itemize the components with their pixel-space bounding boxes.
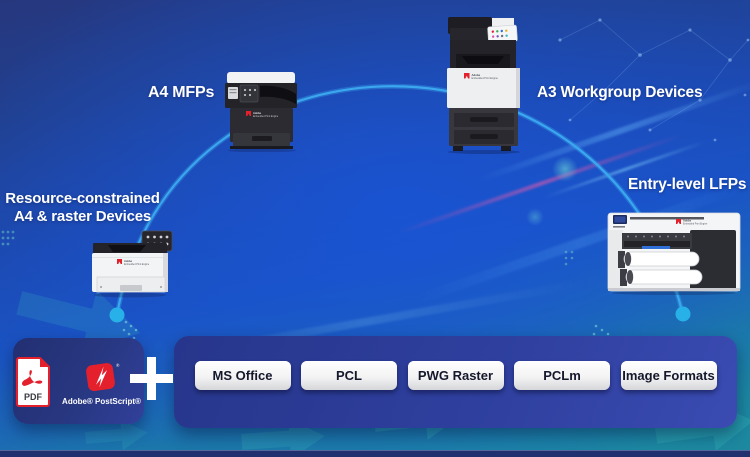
a4-mfp-image: Adobe Embedded Print Engine	[225, 72, 297, 152]
svg-text:Embedded Print Engine: Embedded Print Engine	[472, 77, 499, 80]
a3-workgroup-mfp-image: Adobe Embedded Print Engine	[447, 17, 520, 154]
adobe-embedded-print-engine-badge: Adobe Embedded Print Engine	[464, 73, 499, 80]
label-entry-level-lfps: Entry-level LFPs	[628, 176, 747, 193]
postscript-logo: ® Adobe® PostScript®	[62, 360, 141, 406]
connection-dot	[675, 306, 691, 322]
formats-card: MS Office PCL PWG Raster PCLm Image Form…	[174, 336, 737, 428]
constellation-nodes	[558, 18, 750, 142]
svg-text:Adobe: Adobe	[472, 73, 481, 77]
adobe-embedded-print-engine-badge: Adobe Embedded Print Engine	[117, 259, 150, 266]
adobe-embedded-print-engine-badge: Adobe Embedded Print Engine	[676, 219, 708, 225]
bottom-navy-strip	[0, 450, 750, 457]
label-resource-constrained: Resource-constrained A4 & raster Devices	[0, 190, 165, 226]
dot-grid	[1, 230, 574, 266]
format-pill-pwg-raster: PWG Raster	[407, 360, 504, 390]
constellation-lines	[559, 19, 749, 131]
postscript-icon: ®	[85, 362, 120, 392]
adobe-embedded-print-engine-badge: Adobe Embedded Print Engine	[246, 111, 279, 118]
format-pill-image-formats: Image Formats	[620, 360, 717, 390]
format-pill-ms-office: MS Office	[194, 360, 291, 390]
pdf-icon: PDF	[16, 357, 51, 407]
label-a3-workgroup: A3 Workgroup Devices	[537, 84, 703, 101]
svg-text:Embedded Print Engine: Embedded Print Engine	[124, 263, 150, 266]
connection-dot	[109, 307, 125, 323]
svg-text:Embedded Print Engine: Embedded Print Engine	[253, 115, 279, 118]
format-pill-pcl: PCL	[301, 360, 397, 390]
large-format-printer-image: Adobe Embedded Print Engine	[607, 212, 741, 295]
a4-laser-printer-image: Adobe Embedded Print Engine	[92, 230, 173, 298]
format-pill-pclm: PCLm	[514, 360, 610, 390]
svg-text:®: ®	[116, 362, 120, 368]
label-a4-mfps: A4 MFPs	[148, 84, 215, 101]
label-line: Resource-constrained	[5, 190, 160, 207]
pdf-postscript-card: PDF ® Adobe® PostScript®	[13, 338, 144, 424]
svg-text:Adobe: Adobe	[253, 111, 262, 115]
svg-text:Adobe: Adobe	[683, 219, 692, 223]
pdf-label: PDF	[24, 392, 43, 402]
postscript-label: Adobe® PostScript®	[62, 397, 141, 406]
control-tablet	[487, 24, 518, 44]
label-line: A4 & raster Devices	[13, 208, 152, 225]
svg-text:Embedded Print Engine: Embedded Print Engine	[683, 222, 708, 225]
svg-text:Adobe: Adobe	[124, 259, 133, 263]
